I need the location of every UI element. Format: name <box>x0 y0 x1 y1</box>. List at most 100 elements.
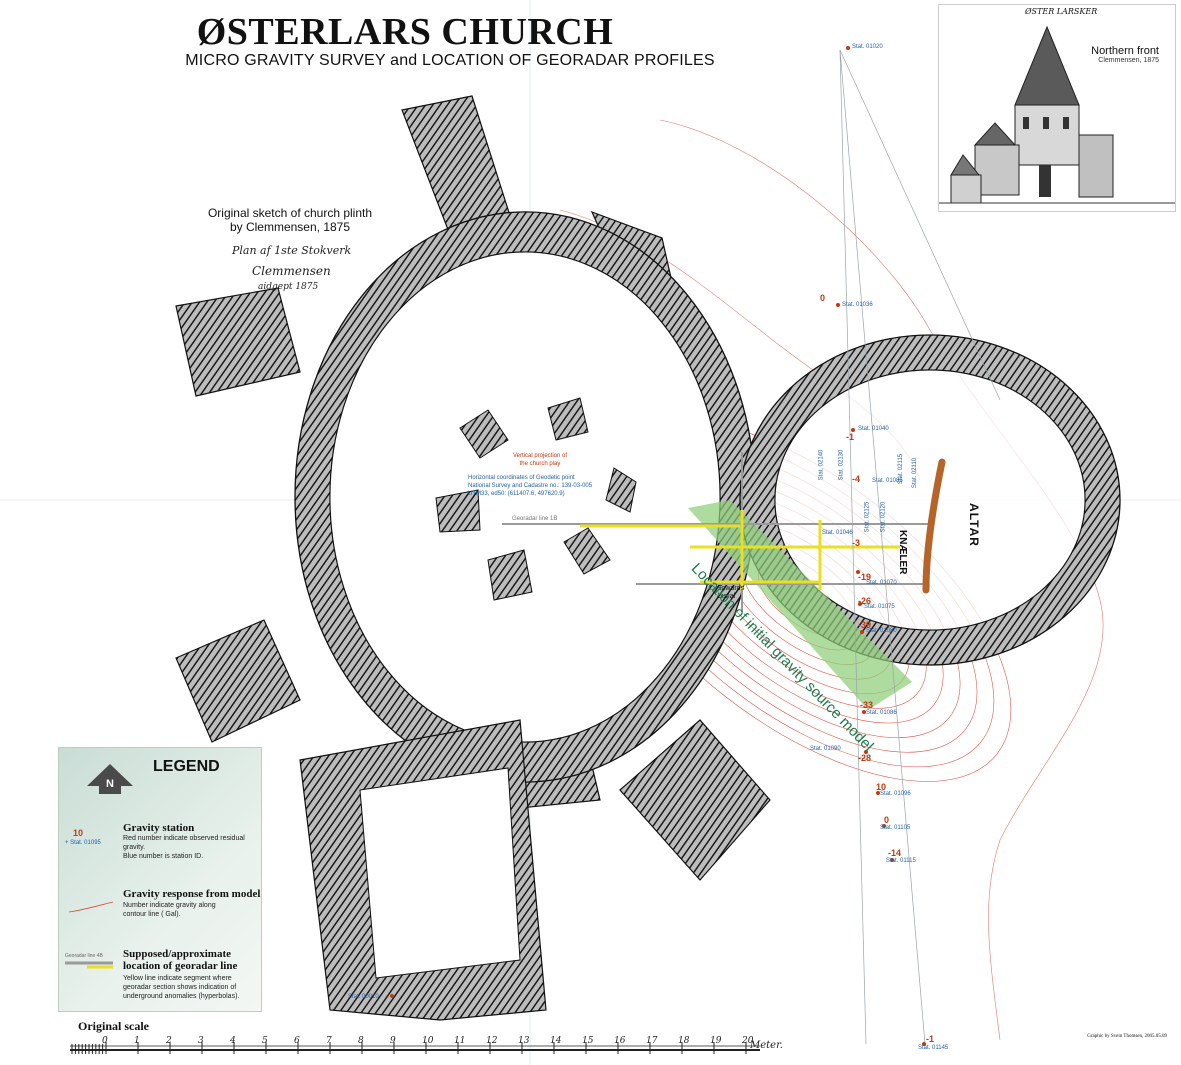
station-value: -33 <box>860 700 874 710</box>
legend-sample-value: 10 <box>73 828 84 838</box>
scale-tick-label: 3 <box>198 1036 204 1046</box>
legend-sample-id: + Stat. 01095 <box>65 840 101 846</box>
station-label: Stat. 00010 <box>348 994 379 1000</box>
station-label: Stat. 01096 <box>880 791 911 797</box>
legend-gravity-station-heading: Gravity station <box>123 822 195 834</box>
station-label: Stat. 02125 <box>864 501 871 533</box>
scale-tick-label: 10 <box>422 1036 434 1046</box>
north-arrow-icon: N <box>87 764 133 794</box>
georadar-line-symbol <box>65 961 113 969</box>
station-value: -3 <box>852 538 861 548</box>
survey-lines <box>839 49 1001 1045</box>
georadar-line-label: Georadar line 1B <box>512 516 558 522</box>
station-label: Stat. 02140 <box>818 449 825 481</box>
coords-line2: National Survey and Cadastre no.: 139-03… <box>468 483 593 489</box>
legend-georadar-heading: Supposed/approximate location of georada… <box>123 948 238 972</box>
scale-tick-label: 4 <box>230 1036 236 1046</box>
scale-tick-label: 20 <box>742 1036 754 1046</box>
handwritten-signature: Clemmensen <box>252 264 331 278</box>
scale-title: Original scale <box>78 1019 149 1033</box>
station-label: Stat. 01085 <box>872 478 903 484</box>
legend-gravity-station-text: Red number indicate observed residual gr… <box>123 834 253 861</box>
station-label: Stat. 01105 <box>880 825 911 831</box>
scale-tick-label: 14 <box>550 1036 562 1046</box>
handwritten-date: aidgept 1875 <box>258 282 319 292</box>
projection-line1: Vertical projection of <box>512 453 568 459</box>
legend-gravity-response-heading: Gravity response from model <box>123 888 261 900</box>
station-label: Stat. 02130 <box>838 449 845 481</box>
projection-label: Vertical projection of the church play <box>500 452 580 468</box>
scale-tick-label: 5 <box>262 1036 268 1046</box>
inset-hand-title: ØSTER LARSKER <box>1025 7 1098 16</box>
station-label: Stat. 01046 <box>822 530 853 536</box>
north-label: N <box>106 778 114 790</box>
georadar-lines <box>502 452 930 612</box>
station-label: Stat. 01070 <box>866 580 897 586</box>
station-label: Stat. 02115 <box>898 453 905 485</box>
towards-line1: Towards <box>718 585 745 592</box>
station-label: Stat. 01036 <box>842 302 873 308</box>
station-label: Stat. 01040 <box>858 426 889 432</box>
scale-tick-label: 15 <box>582 1036 594 1046</box>
legend-georadar-sample: Georadar line 4B <box>65 953 103 959</box>
scale-tick-label: 2 <box>166 1036 172 1046</box>
station-value: -14 <box>888 848 902 858</box>
station-label: Stat. 01080 <box>866 628 897 634</box>
scale-tick-label: 13 <box>518 1036 530 1046</box>
scale-tick-label: 11 <box>454 1036 466 1046</box>
legend-title: LEGEND <box>153 758 220 775</box>
station-value: -1 <box>846 432 855 442</box>
coords-line1: Horizontal coordinates of Geodetic point <box>468 475 575 481</box>
towards-line2: burial <box>718 593 736 600</box>
kneeler-rail <box>922 458 946 594</box>
station-label: Stat. 01075 <box>864 604 895 610</box>
station-label: Stat. 01086 <box>866 710 897 716</box>
page-title: ØSTERLARS CHURCH <box>196 11 614 53</box>
scale-tick-label: 17 <box>646 1036 658 1046</box>
station-value: 10 <box>876 782 887 792</box>
porch <box>299 719 547 1021</box>
towards-burial-label: Towards burial <box>718 585 744 601</box>
scale-unit: Meter. <box>750 1040 783 1051</box>
legend-georadar-text: Yellow line indicate segment where geora… <box>123 975 240 1000</box>
handwritten-plan-title: Plan af 1ste Stokverk <box>232 244 352 257</box>
station-label: Stat. 02120 <box>880 501 887 533</box>
page-subtitle: MICRO GRAVITY SURVEY and LOCATION OF GEO… <box>185 52 715 69</box>
sketch-caption-line2: by Clemmensen, 1875 <box>229 220 351 234</box>
legend-gravity-response-text: Number indicate gravity along contour li… <box>123 902 216 918</box>
pillars <box>435 397 637 601</box>
station-markers <box>390 46 926 1046</box>
geodetic-coordinates: Horizontal coordinates of Geodetic point… <box>468 474 592 498</box>
scale-tick-label: 18 <box>678 1036 690 1046</box>
scale-tick-label: 0 <box>102 1036 108 1046</box>
station-value: -28 <box>858 753 872 763</box>
credit-line: Graphic by Svein Thomsen, 2005.05.09 <box>1087 1034 1167 1039</box>
scale-bar <box>70 1042 760 1054</box>
station-value: 0 <box>820 293 826 303</box>
legend-gravity-station-text2: Blue number is station ID. <box>123 853 204 860</box>
inset-caption-sub: Clemmensen, 1875 <box>1098 57 1159 64</box>
gravity-response-symbol <box>68 901 114 913</box>
station-value: -39 <box>858 620 872 630</box>
inset-caption: Northern front Clemmensen, 1875 <box>1091 45 1159 64</box>
coords-line3: UTM33, ed50: (611407.6, 497620.9) <box>468 491 565 497</box>
station-value: 0 <box>884 815 890 825</box>
scale-tick-label: 12 <box>486 1036 498 1046</box>
nave-interior <box>329 251 721 743</box>
station-label: Stat. 01145 <box>918 1045 949 1051</box>
station-label: Stat. 01115 <box>886 858 916 864</box>
scale-tick-label: 16 <box>614 1036 626 1046</box>
scale-tick-label: 19 <box>710 1036 722 1046</box>
scale-tick-label: 8 <box>358 1036 364 1046</box>
station-value: -26 <box>858 596 872 606</box>
sketch-caption-line1: Original sketch of church plinth <box>207 206 373 220</box>
kneeler-label: KNÆLER <box>897 530 908 575</box>
inset-caption-title: Northern front <box>1091 45 1159 57</box>
church-elevation-illustration <box>939 25 1175 204</box>
legend-gravity-station-text1: Red number indicate observed residual gr… <box>123 835 245 851</box>
altar-label: ALTAR <box>966 503 981 547</box>
scale-tick-label: 7 <box>326 1036 332 1046</box>
station-value: -19 <box>858 572 872 582</box>
station-value: -1 <box>926 1034 935 1044</box>
